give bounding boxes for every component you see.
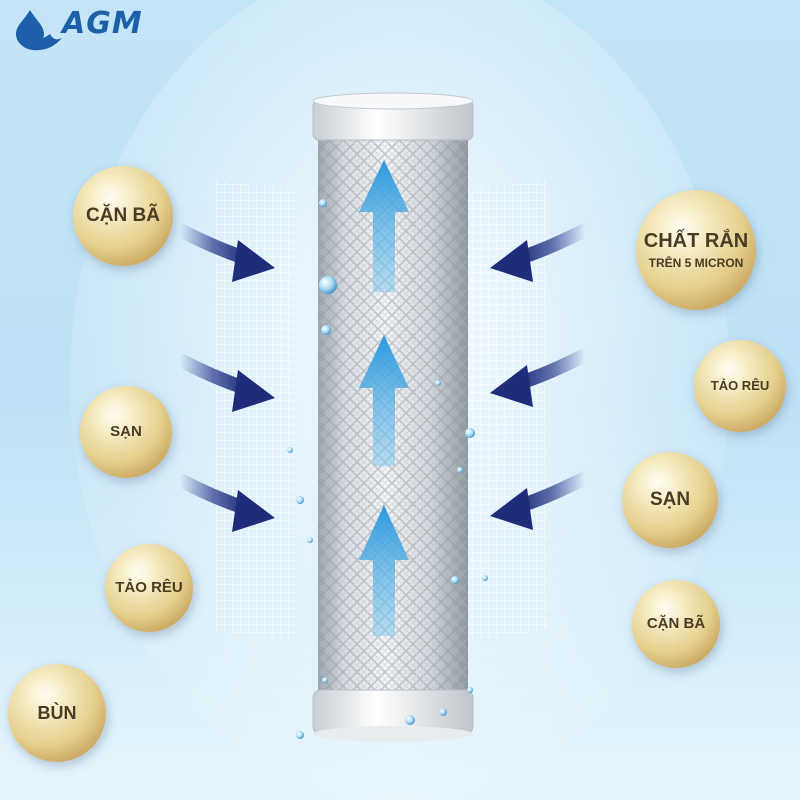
arrow-right-icon	[173, 473, 275, 532]
water-drop-icon	[16, 10, 62, 51]
pearl-label: TẢO RÊU	[710, 377, 770, 393]
arrow-left-icon	[490, 471, 592, 530]
arrow-right-icon	[173, 353, 275, 412]
pearl-label: SẠN	[649, 489, 691, 511]
arrow-left-icon	[490, 348, 592, 407]
pearl-left-1: CẶN BÃ	[73, 166, 173, 266]
arrow-left-icon	[490, 223, 592, 282]
pearl-right-3: SẠN	[622, 452, 718, 548]
water-droplets	[287, 199, 488, 739]
pearl-label: CẶN BÃ	[646, 615, 706, 633]
arrow-up-icon	[359, 505, 409, 636]
pearl-sublabel: TRÊN 5 MICRON	[648, 255, 744, 270]
pearl-left-3: TẢO RÊU	[105, 544, 193, 632]
pearl-right-1: CHẤT RẮN TRÊN 5 MICRON	[636, 190, 756, 310]
pearl-right-4: CẶN BÃ	[632, 580, 720, 668]
pearl-label: SẠN	[110, 423, 142, 441]
arrow-up-icon	[359, 160, 409, 292]
arrow-right-icon	[173, 223, 275, 282]
pearl-left-2: SẠN	[80, 386, 172, 478]
brand-logo: AGM	[62, 6, 143, 41]
arrow-up-icon	[359, 335, 409, 466]
pearl-left-4: BÙN	[8, 664, 106, 762]
pearl-label: BÙN	[37, 702, 77, 723]
pearl-label: CHẤT RẮN	[643, 229, 749, 252]
pearl-right-2: TẢO RÊU	[694, 340, 786, 432]
pearl-label: TẢO RÊU	[115, 579, 183, 597]
pearl-label: CẶN BÃ	[86, 205, 160, 227]
